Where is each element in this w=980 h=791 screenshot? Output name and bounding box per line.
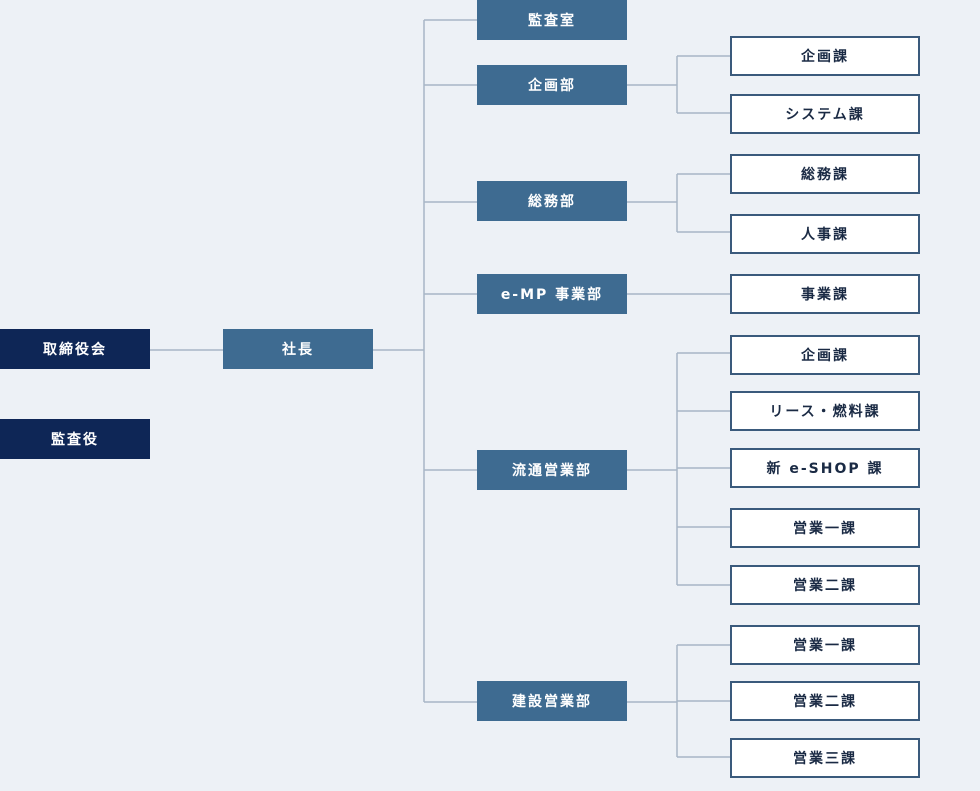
dept-distribution: 流通営業部	[477, 450, 627, 490]
section-box: 総務課	[730, 154, 920, 194]
dept-label: 総務部	[528, 194, 576, 210]
dept-emp: e-MP 事業部	[477, 274, 627, 314]
section-box: 人事課	[730, 214, 920, 254]
section-box: 企画課	[730, 335, 920, 375]
auditor-label: 監査役	[51, 432, 99, 448]
dept-label: 企画部	[528, 78, 576, 94]
section-label: 総務課	[801, 167, 849, 183]
president-label: 社長	[282, 342, 314, 358]
dept-label: e-MP 事業部	[500, 287, 604, 303]
section-label: システム課	[785, 107, 865, 123]
section-box: リース・燃料課	[730, 391, 920, 431]
section-box: 事業課	[730, 274, 920, 314]
section-label: 企画課	[801, 49, 849, 65]
section-box: 営業三課	[730, 738, 920, 778]
section-box: 営業二課	[730, 565, 920, 605]
section-box: システム課	[730, 94, 920, 134]
section-label: 事業課	[801, 287, 849, 303]
dept-label: 流通営業部	[512, 463, 592, 479]
dept-general: 総務部	[477, 181, 627, 221]
section-box: 営業一課	[730, 625, 920, 665]
section-box: 営業二課	[730, 681, 920, 721]
president-box: 社長	[223, 329, 373, 369]
section-box: 新 e-SHOP 課	[730, 448, 920, 488]
board-label: 取締役会	[43, 342, 107, 358]
section-label: 営業二課	[793, 578, 857, 594]
section-box: 企画課	[730, 36, 920, 76]
dept-construction: 建設営業部	[477, 681, 627, 721]
auditor-box: 監査役	[0, 419, 150, 459]
section-label: リース・燃料課	[769, 404, 881, 420]
section-label: 営業二課	[793, 694, 857, 710]
section-label: 新 e-SHOP 課	[766, 461, 884, 477]
section-label: 営業一課	[793, 521, 857, 537]
section-label: 人事課	[801, 227, 849, 243]
dept-label: 監査室	[528, 13, 576, 29]
dept-planning: 企画部	[477, 65, 627, 105]
section-label: 企画課	[801, 348, 849, 364]
section-label: 営業一課	[793, 638, 857, 654]
board-box: 取締役会	[0, 329, 150, 369]
section-label: 営業三課	[793, 751, 857, 767]
section-box: 営業一課	[730, 508, 920, 548]
dept-label: 建設営業部	[512, 694, 592, 710]
dept-audit: 監査室	[477, 0, 627, 40]
